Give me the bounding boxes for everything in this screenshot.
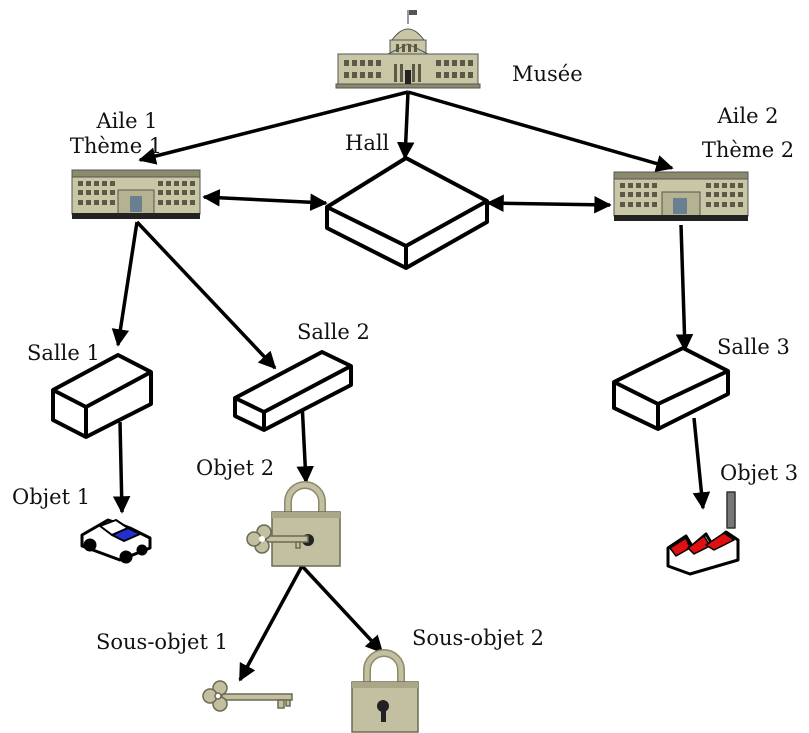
edge-aile1-hall [202,189,328,211]
car-icon [80,518,152,564]
edge-objet2-sousobjet1 [238,565,304,682]
wing-2-label: Aile 2 [717,104,779,128]
room-1-label: Salle 1 [27,341,100,365]
edge-salle1-objet1 [112,421,131,514]
hall-box-shape [325,156,489,270]
wing-1-label: Aile 1 [96,109,158,133]
hall-label: Hall [345,131,390,155]
edge-aile1-salle2 [135,220,277,370]
edge-aile1-salle1 [111,221,139,347]
wing-1-building-icon [71,169,201,219]
wing-2-building-icon [613,171,749,221]
room-3-box-shape [612,346,730,431]
sub-object-2-label: Sous-objet 2 [412,626,544,650]
object-3-label: Objet 3 [720,461,799,485]
edge-musee-aile1 [138,90,409,165]
wing-2-theme-label: Thème 2 [701,138,795,162]
sub-object-1-label: Sous-objet 1 [96,630,228,654]
room-2-box-shape [233,350,353,432]
museum-building-icon [335,10,481,89]
edge-musee-aile2 [407,90,674,173]
padlock-with-key-icon [246,481,341,567]
edge-objet2-sousobjet2 [300,564,384,654]
edge-hall-aile2 [486,194,612,214]
room-1-box-shape [51,353,153,439]
edge-aile2-salle3 [675,224,694,352]
room-2-label: Salle 2 [297,320,370,344]
padlock-icon [351,649,419,733]
museum-label: Musée [512,62,583,86]
object-2-label: Objet 2 [196,456,275,480]
room-3-label: Salle 3 [717,335,790,359]
wing-1-theme-label: Thème 1 [69,134,163,158]
edge-salle2-objet2 [296,401,314,484]
object-1-label: Objet 1 [12,485,91,509]
edge-salle3-objet3 [692,417,711,510]
key-icon [202,680,293,712]
edge-musee-hall [396,91,415,160]
factory-icon [666,491,740,576]
